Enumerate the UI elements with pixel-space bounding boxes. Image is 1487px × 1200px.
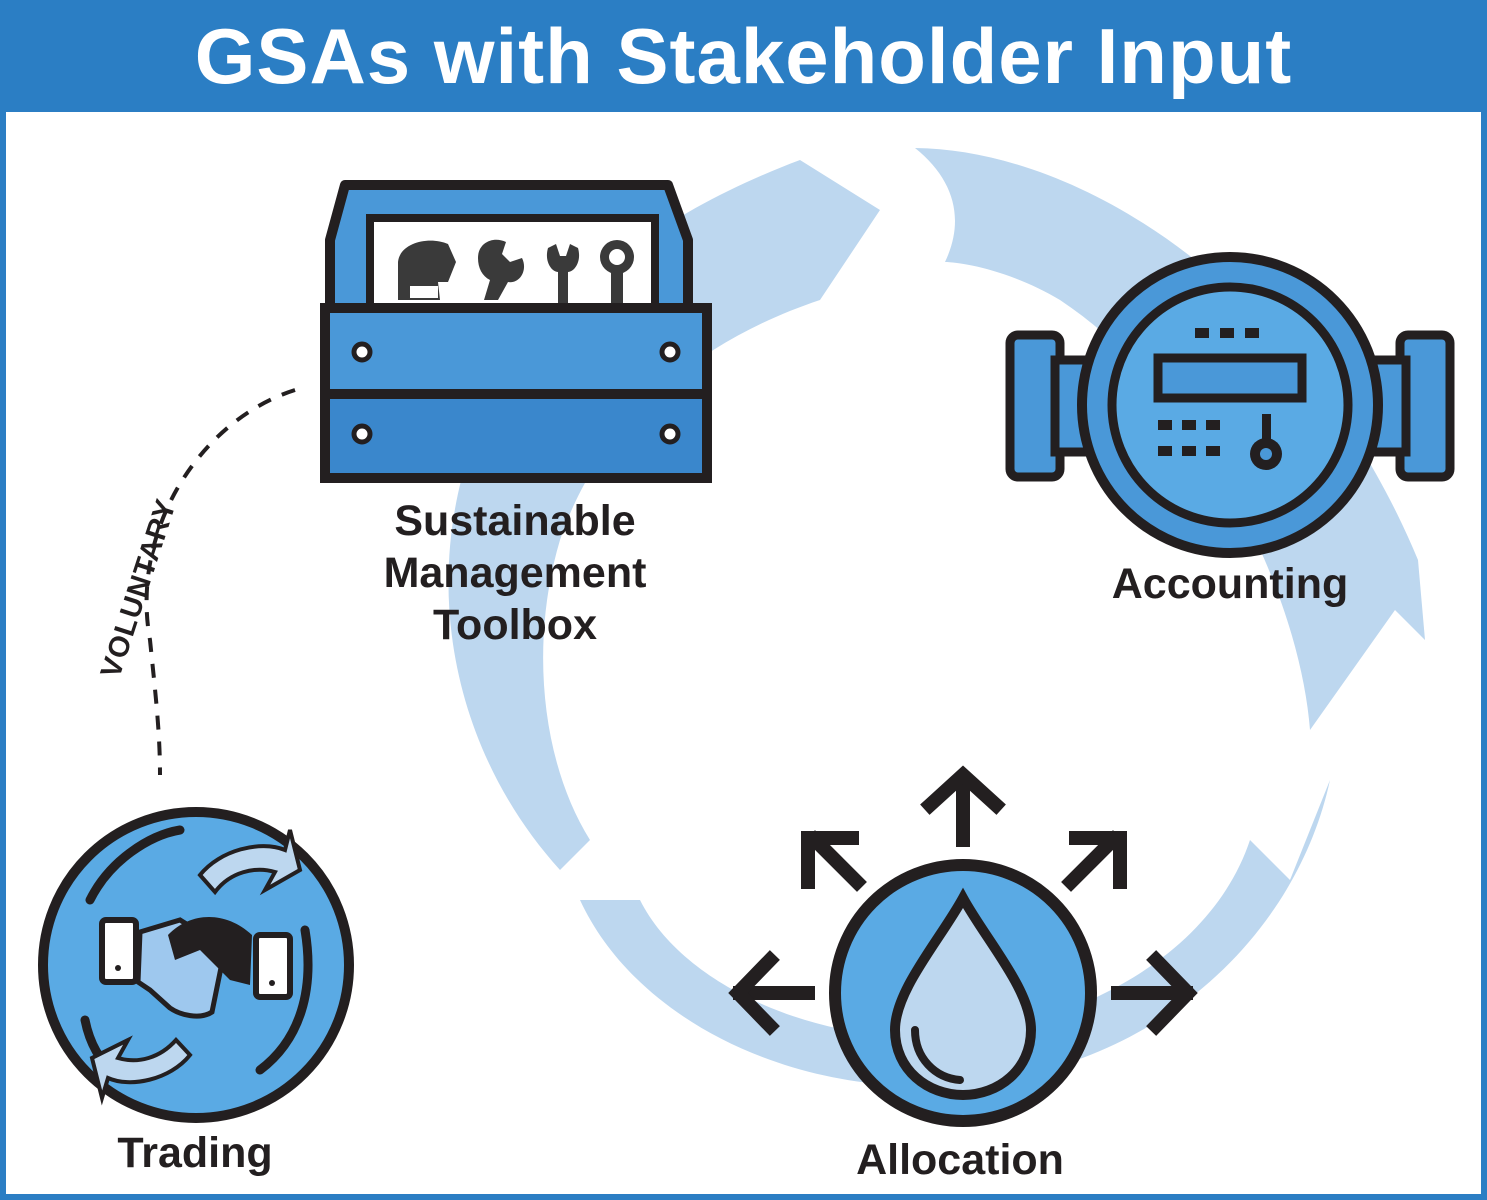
toolbox-label-line3: Toolbox [432,601,597,649]
water-meter-icon [1005,252,1455,558]
toolbox-label: Sustainable Management Toolbox [330,495,700,651]
cycle-arrow-top-right [915,148,1425,730]
handshake-icon [38,807,354,1123]
title-banner [0,0,1487,112]
allocation-label: Allocation [856,1136,1064,1184]
page-title: GSAs with Stakeholder Input [194,11,1293,100]
toolbox-label-line2: Management [383,549,647,597]
toolbox-label-line1: Sustainable [394,497,636,545]
trading-label: Trading [117,1129,273,1177]
toolbox-icon [320,180,712,483]
cycle-arrow-bottom [580,780,1330,1087]
water-drop-icon [728,765,1198,1127]
accounting-label: Accounting [1111,560,1349,608]
voluntary-connector [144,388,296,776]
